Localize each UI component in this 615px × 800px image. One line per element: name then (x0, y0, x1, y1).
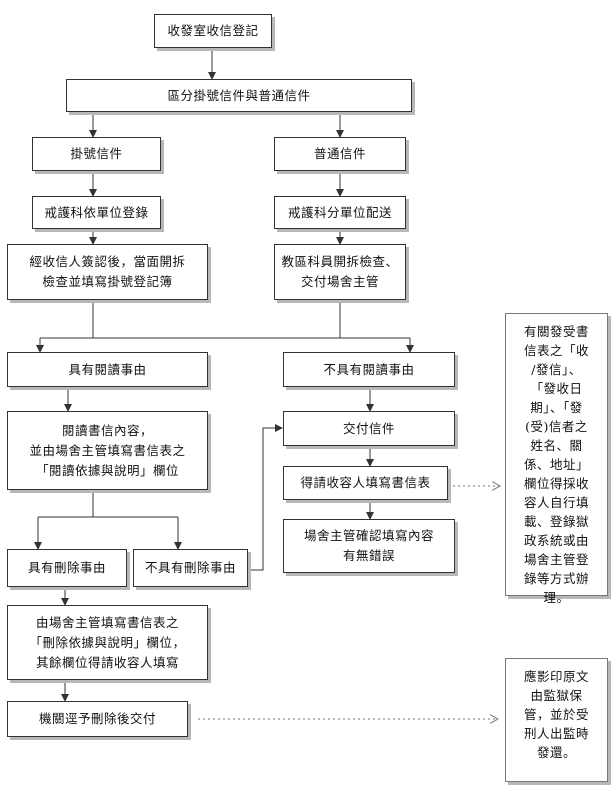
delete-deliver-box: 機關逕予刪除後交付 (7, 701, 188, 737)
registered-label: 掛號信件 (70, 146, 123, 161)
has-delete-box: 具有刪除事由 (7, 549, 127, 587)
arrow-no-delete-deliver (248, 424, 283, 571)
no-reason-box: 不具有閱讀事由 (283, 352, 455, 387)
classify-label: 區分掛號信件與普通信件 (167, 87, 311, 103)
has-delete-label: 具有刪除事由 (27, 560, 106, 575)
ord-step1-label: 戒護科分單位配送 (287, 204, 392, 220)
supervisor-confirm-label: 場舍主管確認填寫內容 有無錯誤 (303, 528, 434, 563)
ord-step1-box: 戒護科分單位配送 (274, 196, 406, 229)
supervisor-confirm-box: 場舍主管確認填寫內容 有無錯誤 (283, 519, 455, 573)
has-reason-label: 具有閱讀事由 (68, 361, 147, 377)
recipient-fill-box: 得請收容人填寫書信表 (283, 466, 448, 500)
reg-step1-label: 戒護科依單位登錄 (44, 204, 149, 220)
read-content-label: 閱讀書信內容， 並由場舍主管填寫書信表之 「閱讀依據與說明」欄位 (29, 422, 186, 478)
fill-delete-label: 由場舍主管填寫書信表之 「刪除依據與說明」欄位， 其餘欄位得請收容人填寫 (29, 614, 186, 670)
ord-step2-box: 教區科員開拆檢查、 交付場舍主管 (274, 244, 406, 300)
reg-step2-box: 經收信人簽認後，當面開拆 檢查並填寫掛號登記簿 (7, 244, 208, 300)
form-note-text: 有關發受書 信表之「收 /發信」、 「發收日 期」、「發 (受)信者之 姓名、關… (523, 324, 589, 605)
reg-step1-box: 戒護科依單位登錄 (32, 196, 161, 229)
no-delete-label: 不具有刪除事由 (144, 560, 236, 575)
delete-deliver-label: 機關逕予刪除後交付 (38, 711, 156, 726)
ordinary-box: 普通信件 (274, 137, 406, 171)
copy-note-box: 應影印原文 由監獄保 管，並於受 刑人出監時 發還。 (505, 658, 608, 782)
classify-box: 區分掛號信件與普通信件 (66, 79, 412, 112)
fill-delete-box: 由場舍主管填寫書信表之 「刪除依據與說明」欄位， 其餘欄位得請收容人填寫 (7, 605, 208, 680)
form-note-box: 有關發受書 信表之「收 /發信」、 「發收日 期」、「發 (受)信者之 姓名、關… (505, 313, 608, 605)
recipient-fill-label: 得請收容人填寫書信表 (300, 475, 431, 490)
reg-step2-label: 經收信人簽認後，當面開拆 檢查並填寫掛號登記簿 (29, 254, 186, 289)
no-reason-label: 不具有閱讀事由 (323, 361, 415, 377)
has-reason-box: 具有閱讀事由 (7, 352, 208, 387)
read-content-box: 閱讀書信內容， 並由場舍主管填寫書信表之 「閱讀依據與說明」欄位 (7, 411, 208, 490)
copy-note-text: 應影印原文 由監獄保 管，並於受 刑人出監時 發還。 (523, 669, 589, 760)
registered-box: 掛號信件 (32, 137, 161, 171)
ord-step2-label: 教區科員開拆檢查、 交付場舍主管 (281, 254, 399, 289)
start-label: 收發室收信登記 (167, 23, 259, 38)
start-box: 收發室收信登記 (154, 14, 272, 48)
ordinary-label: 普通信件 (313, 146, 366, 161)
no-delete-box: 不具有刪除事由 (133, 549, 248, 587)
deliver-box: 交付信件 (283, 411, 455, 446)
deliver-label: 交付信件 (342, 420, 395, 436)
